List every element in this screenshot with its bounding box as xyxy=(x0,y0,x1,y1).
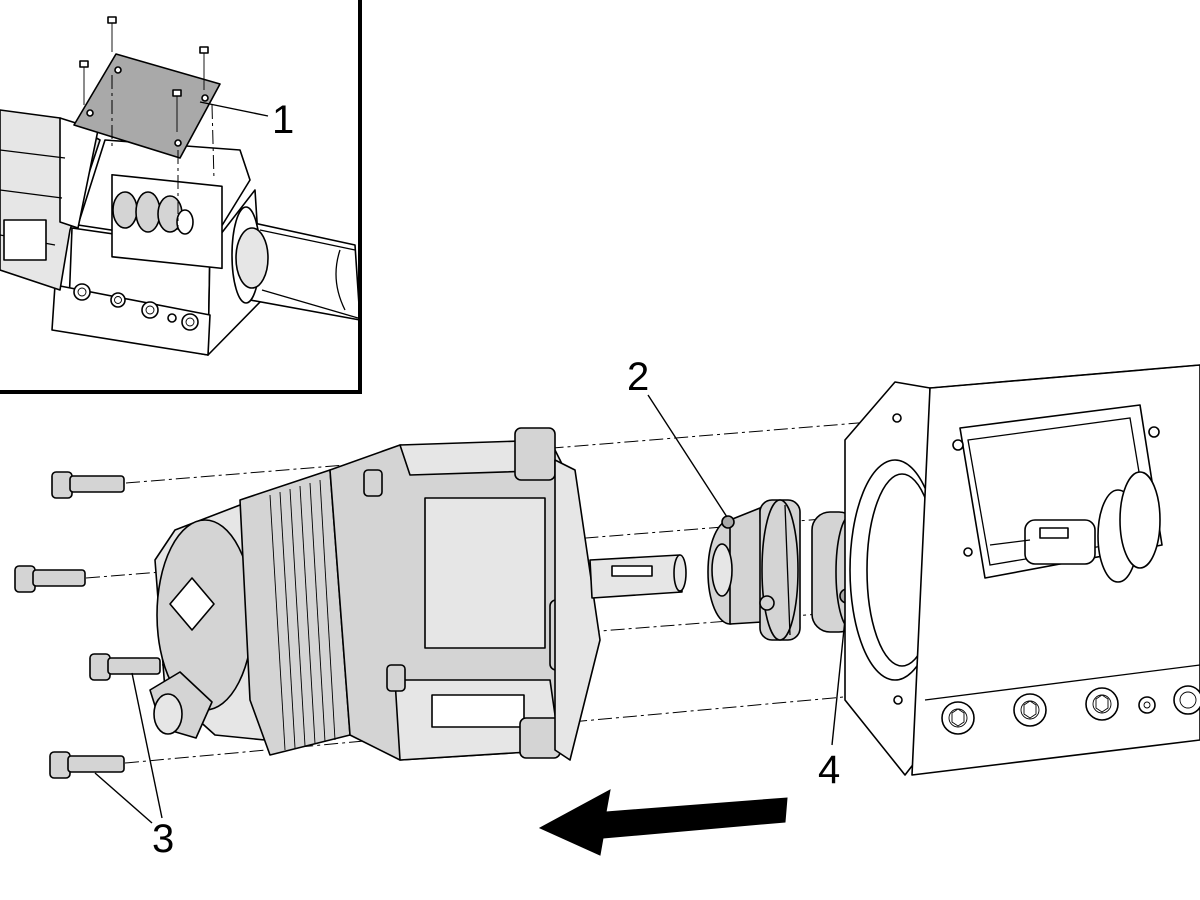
callout-2-label: 2 xyxy=(627,355,649,399)
bolt-4 xyxy=(49,751,125,779)
inset-detail-view: 1 xyxy=(0,0,362,394)
bolt-2 xyxy=(14,565,86,593)
callout-1-label: 1 xyxy=(272,98,294,142)
bolt-3 xyxy=(89,653,161,681)
inset-motor xyxy=(0,109,101,291)
callout-3-label: 3 xyxy=(152,817,174,861)
shaft-coupling xyxy=(707,499,865,641)
callout-4-label: 4 xyxy=(818,748,840,792)
housing-bolts xyxy=(941,685,1200,735)
callout-2-leader xyxy=(647,394,728,518)
cover-screws xyxy=(79,16,215,230)
ballscrew-end xyxy=(989,471,1161,583)
arrow-left-icon xyxy=(538,789,788,856)
cooling-fins xyxy=(269,479,336,751)
inset-frame xyxy=(0,0,362,394)
servo-motor xyxy=(149,427,687,761)
cover-plate xyxy=(73,53,221,159)
callout-3-leader-a xyxy=(131,672,163,819)
callout-1-leader xyxy=(199,101,269,117)
ballscrew-housing xyxy=(844,364,1200,776)
callout-3-leader-b xyxy=(94,772,153,824)
mounting-bolts xyxy=(14,471,161,779)
bolt-1 xyxy=(51,471,125,499)
inset-shaft xyxy=(231,206,361,321)
